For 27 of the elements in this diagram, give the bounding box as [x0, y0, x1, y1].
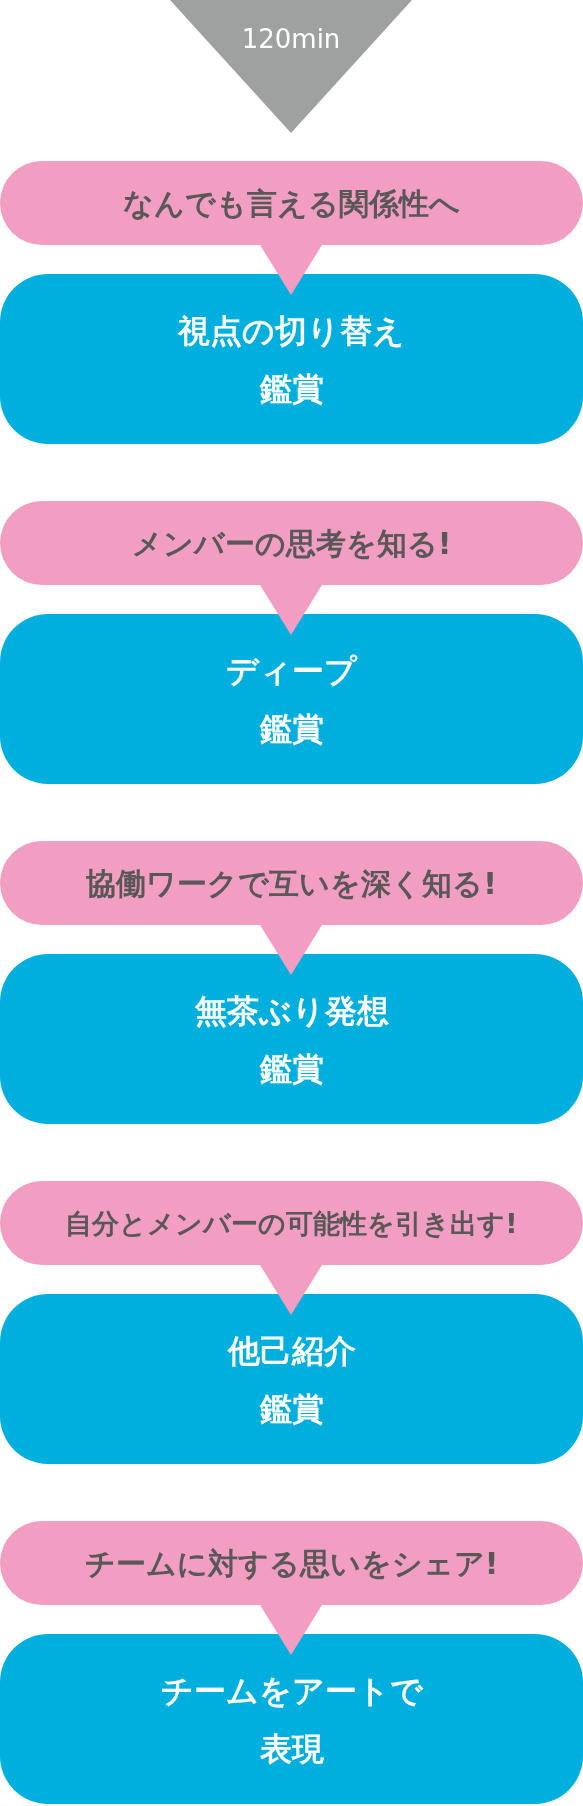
speech-bubble [0, 1181, 583, 1315]
activity-subtitle: 鑑賞 [258, 369, 325, 410]
activity-box [0, 1634, 583, 1804]
bubble-text: メンバーの思考を知る! [130, 525, 453, 564]
activity-subtitle: 鑑賞 [258, 1049, 325, 1090]
activity-title: チームをアートで [159, 1671, 424, 1712]
speech-bubble [0, 161, 583, 295]
speech-bubble [0, 841, 583, 975]
activity-title: 他己紹介 [226, 1331, 357, 1372]
activity-title: ディープ [225, 651, 359, 692]
bubble-text: チームに対する思いをシェア! [83, 1545, 500, 1584]
activity-subtitle: 鑑賞 [258, 709, 325, 750]
activity-title: 視点の切り替え [176, 311, 406, 352]
speech-bubble [0, 501, 583, 635]
bubble-text: 自分とメンバーの可能性を引き出す! [64, 1207, 519, 1242]
activity-box [0, 274, 583, 444]
activity-title: 無茶ぶり発想 [193, 991, 390, 1032]
activity-box [0, 1294, 583, 1464]
activity-subtitle: 表現 [258, 1729, 325, 1770]
bubble-text: 協働ワークで互いを深く知る! [85, 865, 498, 904]
duration-label: 120min [240, 24, 342, 54]
time-triangle [170, 0, 412, 133]
speech-bubble [0, 1521, 583, 1655]
activity-subtitle: 鑑賞 [258, 1389, 325, 1430]
activity-box [0, 614, 583, 784]
activity-box [0, 954, 583, 1124]
bubble-text: なんでも言える関係性へ [122, 185, 461, 224]
